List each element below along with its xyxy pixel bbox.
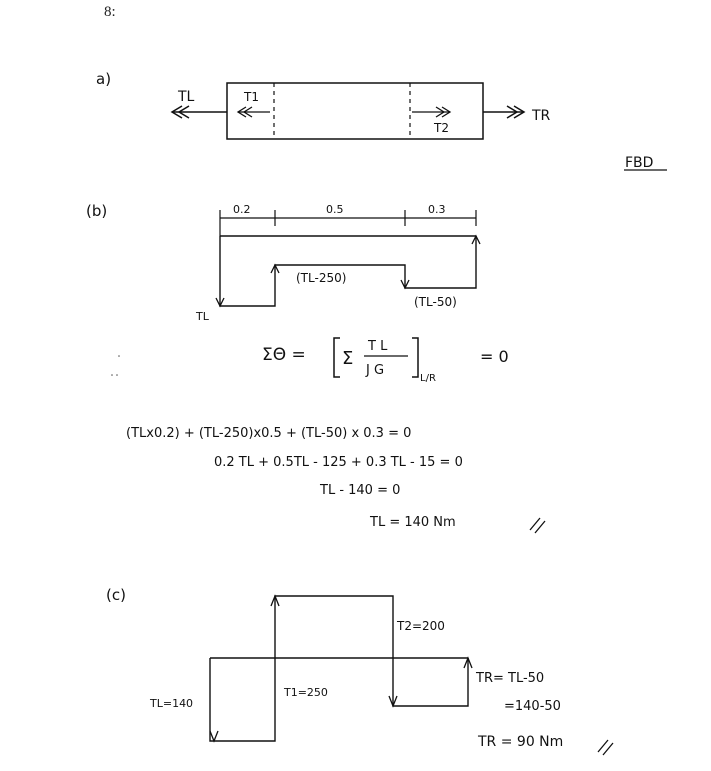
arrow-c-tl [209, 730, 219, 743]
step-3: TL - 140 = 0 [319, 483, 400, 498]
step-1: (TLx0.2) + (TL-250)x0.5 + (TL-50) x 0.3 … [126, 426, 411, 441]
label-tl-minus-50: (TL-50) [414, 295, 457, 309]
equation-lhs: ΣΘ = [262, 345, 306, 365]
result-mark-c [597, 739, 614, 756]
sigma-symbol: Σ [342, 348, 353, 369]
part-a: a) TL T1 [96, 70, 667, 171]
arrow-tl-down [215, 297, 225, 308]
t2-label: T2 [433, 121, 449, 135]
label-c-tr-1: TR= TL-50 [475, 671, 544, 686]
equation-denominator: J G [365, 363, 384, 378]
arrow-c-tr [463, 656, 473, 669]
arrow-t2-down [400, 279, 410, 290]
arrow-c-t2 [388, 695, 398, 708]
part-c-label: (c) [106, 586, 126, 604]
arrow-tr-up [471, 234, 481, 245]
part-b: (b) 0.2 0.5 0.3 (TL-250) (TL-50) TL ΣΘ =… [86, 202, 546, 534]
part-b-label: (b) [86, 202, 107, 220]
label-c-tr-result: TR = 90 Nm [477, 734, 563, 750]
tl-double-arrow [170, 105, 227, 119]
stray-dot [118, 355, 120, 357]
arrow-c-t1 [270, 594, 280, 607]
equation-numerator: T L [367, 339, 388, 354]
segment-length-2: 0.5 [326, 203, 344, 216]
torque-diagram-b [219, 236, 477, 307]
label-c-t2: T2=200 [396, 619, 445, 633]
step-2: 0.2 TL + 0.5TL - 125 + 0.3 TL - 15 = 0 [214, 455, 463, 470]
stray-dot [116, 374, 118, 376]
stray-dot [111, 374, 113, 376]
step-4-result: TL = 140 Nm [369, 515, 456, 530]
t1-double-arrow [236, 106, 270, 118]
t1-label: T1 [243, 90, 259, 104]
label-c-t1: T1=250 [283, 686, 328, 699]
tr-double-arrow [483, 105, 526, 119]
left-bracket [333, 337, 340, 378]
torque-diagram-c [209, 595, 469, 742]
label-tl: TL [195, 310, 210, 323]
shaft-body [226, 82, 484, 140]
label-c-tl: TL=140 [149, 697, 193, 710]
fbd-label: FBD [625, 155, 653, 171]
t2-double-arrow [412, 106, 452, 118]
tr-label: TR [531, 108, 551, 124]
arrow-t1-up [270, 263, 280, 274]
right-bracket [412, 337, 419, 378]
part-c: (c) TL=140 T1=250 T2=200 TR= TL-50 =140-… [106, 586, 614, 756]
page-number: 8: [104, 4, 116, 20]
result-mark [529, 517, 546, 534]
segment-length-3: 0.3 [428, 203, 446, 216]
equation-subscript: L/R [420, 373, 436, 384]
label-c-tr-2: =140-50 [504, 699, 561, 714]
segment-length-1: 0.2 [233, 203, 251, 216]
part-a-label: a) [96, 70, 111, 88]
equation-rhs: = 0 [480, 347, 509, 366]
tl-label: TL [177, 89, 195, 105]
label-tl-minus-250: (TL-250) [296, 271, 346, 285]
